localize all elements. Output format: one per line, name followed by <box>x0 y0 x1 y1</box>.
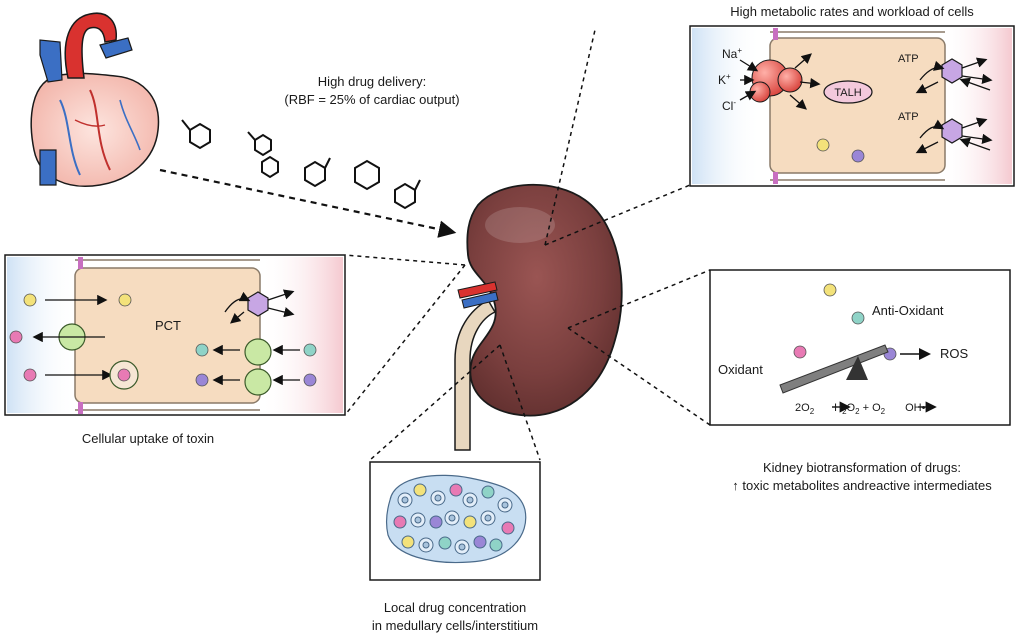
atpase-icon <box>247 291 269 317</box>
pct-caption: Cellular uptake of toxin <box>82 431 214 446</box>
k-label: K+ <box>718 72 731 87</box>
metabolic-cell-panel <box>689 25 1015 187</box>
atpase-icon <box>941 118 963 144</box>
ros-label: ROS <box>940 346 969 361</box>
transporter-icon <box>244 338 272 366</box>
drug-molecules <box>181 119 421 210</box>
drug-molecule-icon <box>189 122 211 150</box>
oxidant-panel <box>709 269 1011 426</box>
na-label: Na+ <box>722 46 742 61</box>
drug-molecule-icon <box>394 182 416 210</box>
pct-label: PCT <box>155 318 181 333</box>
atp-label-2: ATP <box>898 111 919 123</box>
drug-delivery-arrow <box>159 168 457 238</box>
drug-molecule-icon <box>354 159 380 191</box>
talh-badge <box>823 80 873 104</box>
drug-delivery-line1: High drug delivery: <box>318 74 426 89</box>
talh-label: TALH <box>834 87 861 99</box>
drug-molecule-icon <box>304 160 326 188</box>
cl-label: Cl- <box>722 98 736 113</box>
heart-illustration <box>30 12 160 187</box>
drug-molecule-icon <box>254 133 272 157</box>
oxidant-label: Oxidant <box>718 362 763 377</box>
kidney-illustration <box>454 183 623 451</box>
metabolic-title: High metabolic rates and workload of cel… <box>730 4 974 19</box>
anti-oxidant-label: Anti-Oxidant <box>872 303 944 318</box>
transporter-icon <box>244 368 272 396</box>
medullary-panel <box>369 461 541 581</box>
drug-delivery-line2: (RBF = 25% of cardiac output) <box>284 92 459 107</box>
medullary-caption-1: Local drug concentration <box>384 600 526 615</box>
pct-cell-panel <box>4 254 346 416</box>
leader-lines <box>344 29 711 461</box>
biotransformation-caption-1: Kidney biotransformation of drugs: <box>763 460 961 475</box>
biotransformation-caption-2: ↑ toxic metabolites andreactive intermed… <box>732 478 992 493</box>
medullary-caption-2: in medullary cells/interstitium <box>372 618 538 633</box>
drug-molecule-icon <box>261 155 279 179</box>
atp-label-1: ATP <box>898 53 919 65</box>
atpase-icon <box>941 58 963 84</box>
